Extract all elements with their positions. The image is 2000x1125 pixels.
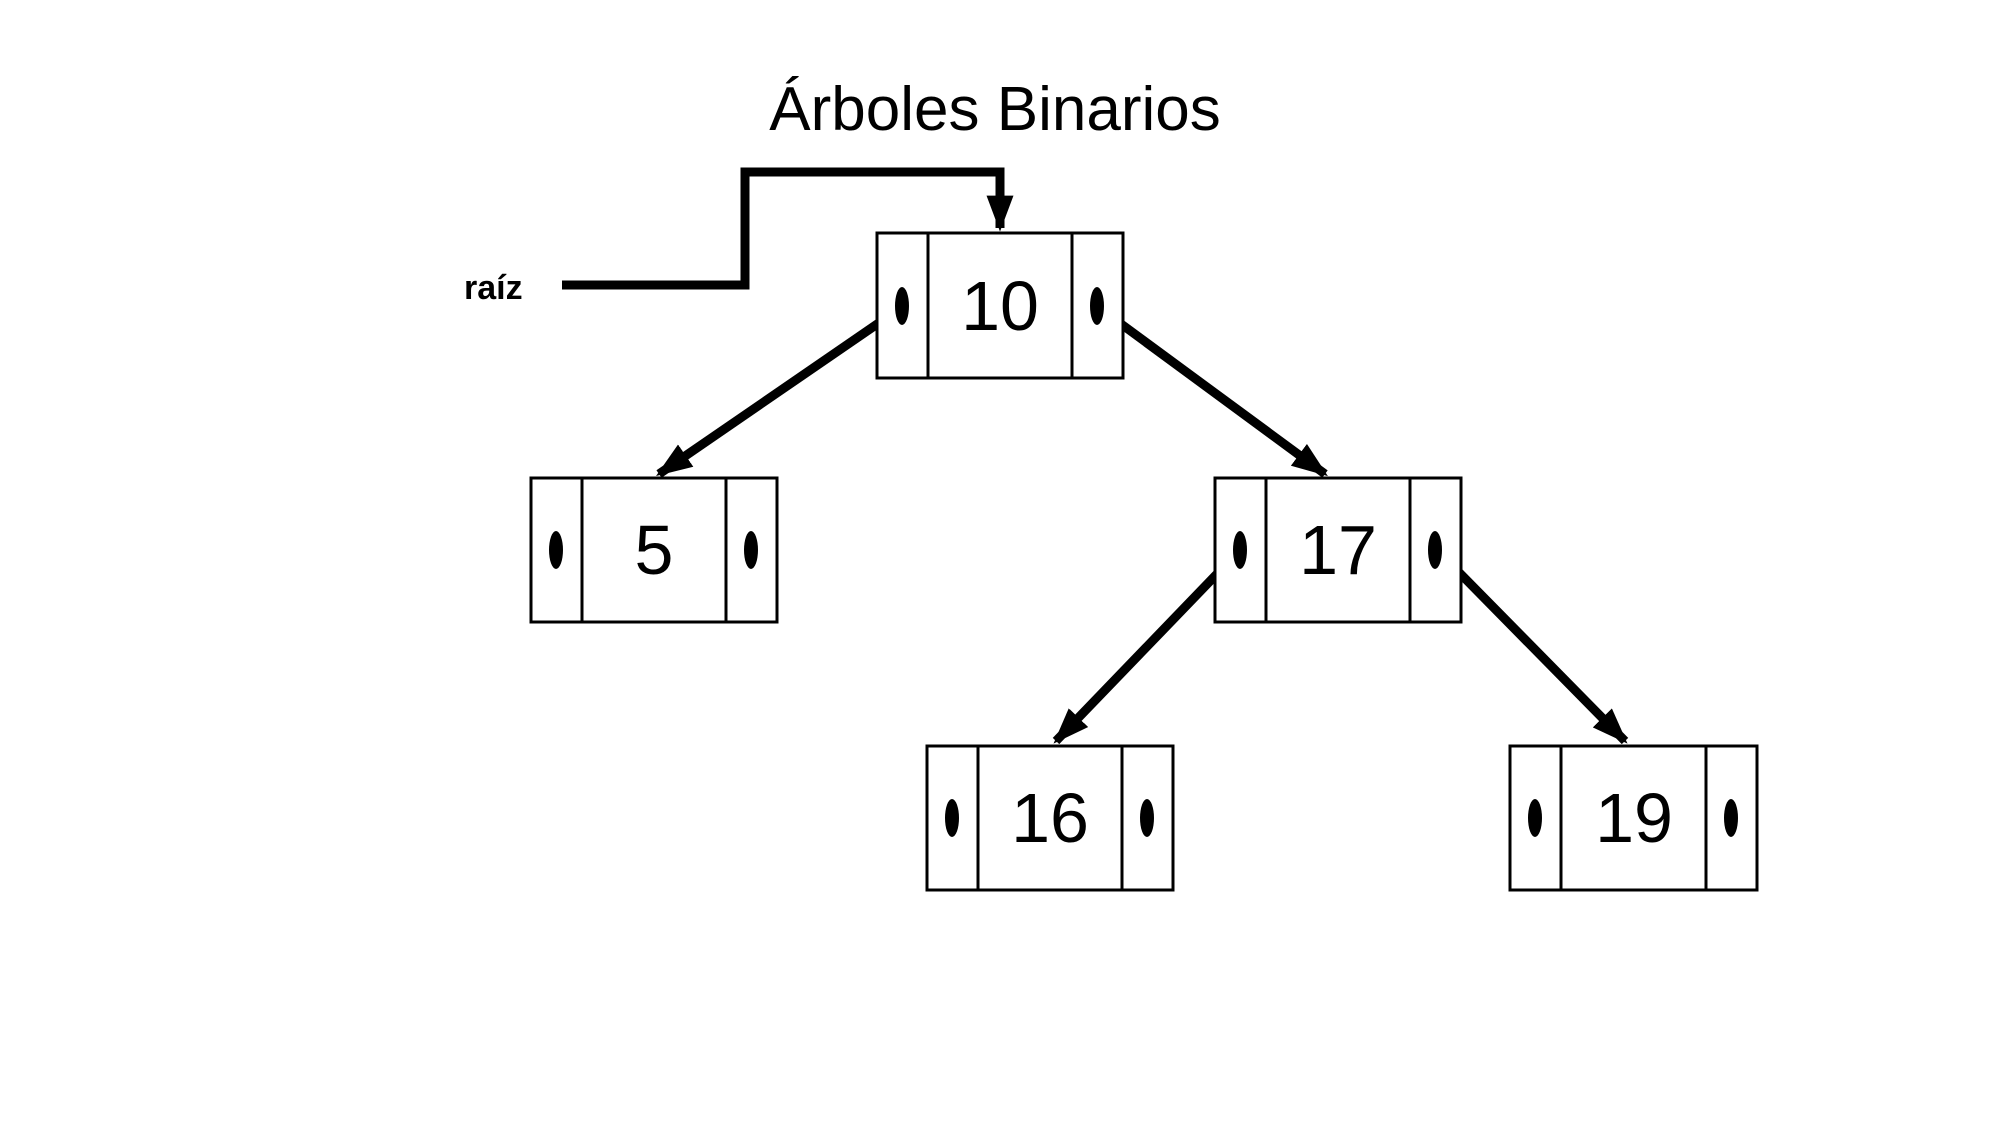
node-box (875, 231, 1125, 380)
node-value: 5 (635, 511, 674, 589)
node-value: 17 (1299, 511, 1377, 589)
left-pointer-dot (549, 531, 563, 569)
node-box (529, 476, 779, 624)
left-pointer-dot (1528, 799, 1542, 837)
edge-17-left-to-16 (1052, 546, 1244, 745)
right-pointer-dot (744, 531, 758, 569)
node-box (925, 744, 1175, 892)
node-box (1508, 744, 1759, 892)
root-pointer-arrow (562, 167, 1014, 290)
tree-node-left: 5 (529, 476, 779, 624)
tree-node-root: 10 (875, 231, 1125, 380)
tree-node-right-left: 16 (925, 744, 1175, 892)
node-value: 19 (1595, 779, 1673, 857)
right-pointer-dot (1140, 799, 1154, 837)
node-box (1213, 476, 1463, 624)
tree-node-right-right: 19 (1508, 744, 1759, 892)
tree-node-right: 17 (1213, 476, 1463, 624)
right-pointer-dot (1428, 531, 1442, 569)
edge-10-right-to-17 (1095, 303, 1328, 478)
right-pointer-dot (1724, 799, 1738, 837)
root-pointer-label: raíz (464, 269, 523, 307)
left-pointer-dot (1233, 531, 1247, 569)
right-pointer-dot (1090, 287, 1104, 325)
left-pointer-dot (895, 287, 909, 325)
node-value: 10 (961, 267, 1039, 345)
node-value: 16 (1011, 779, 1089, 857)
edge-17-right-to-19 (1433, 546, 1629, 745)
page-title: Árboles Binarios (769, 75, 1220, 144)
left-pointer-dot (945, 799, 959, 837)
edge-10-left-to-5 (656, 303, 905, 478)
